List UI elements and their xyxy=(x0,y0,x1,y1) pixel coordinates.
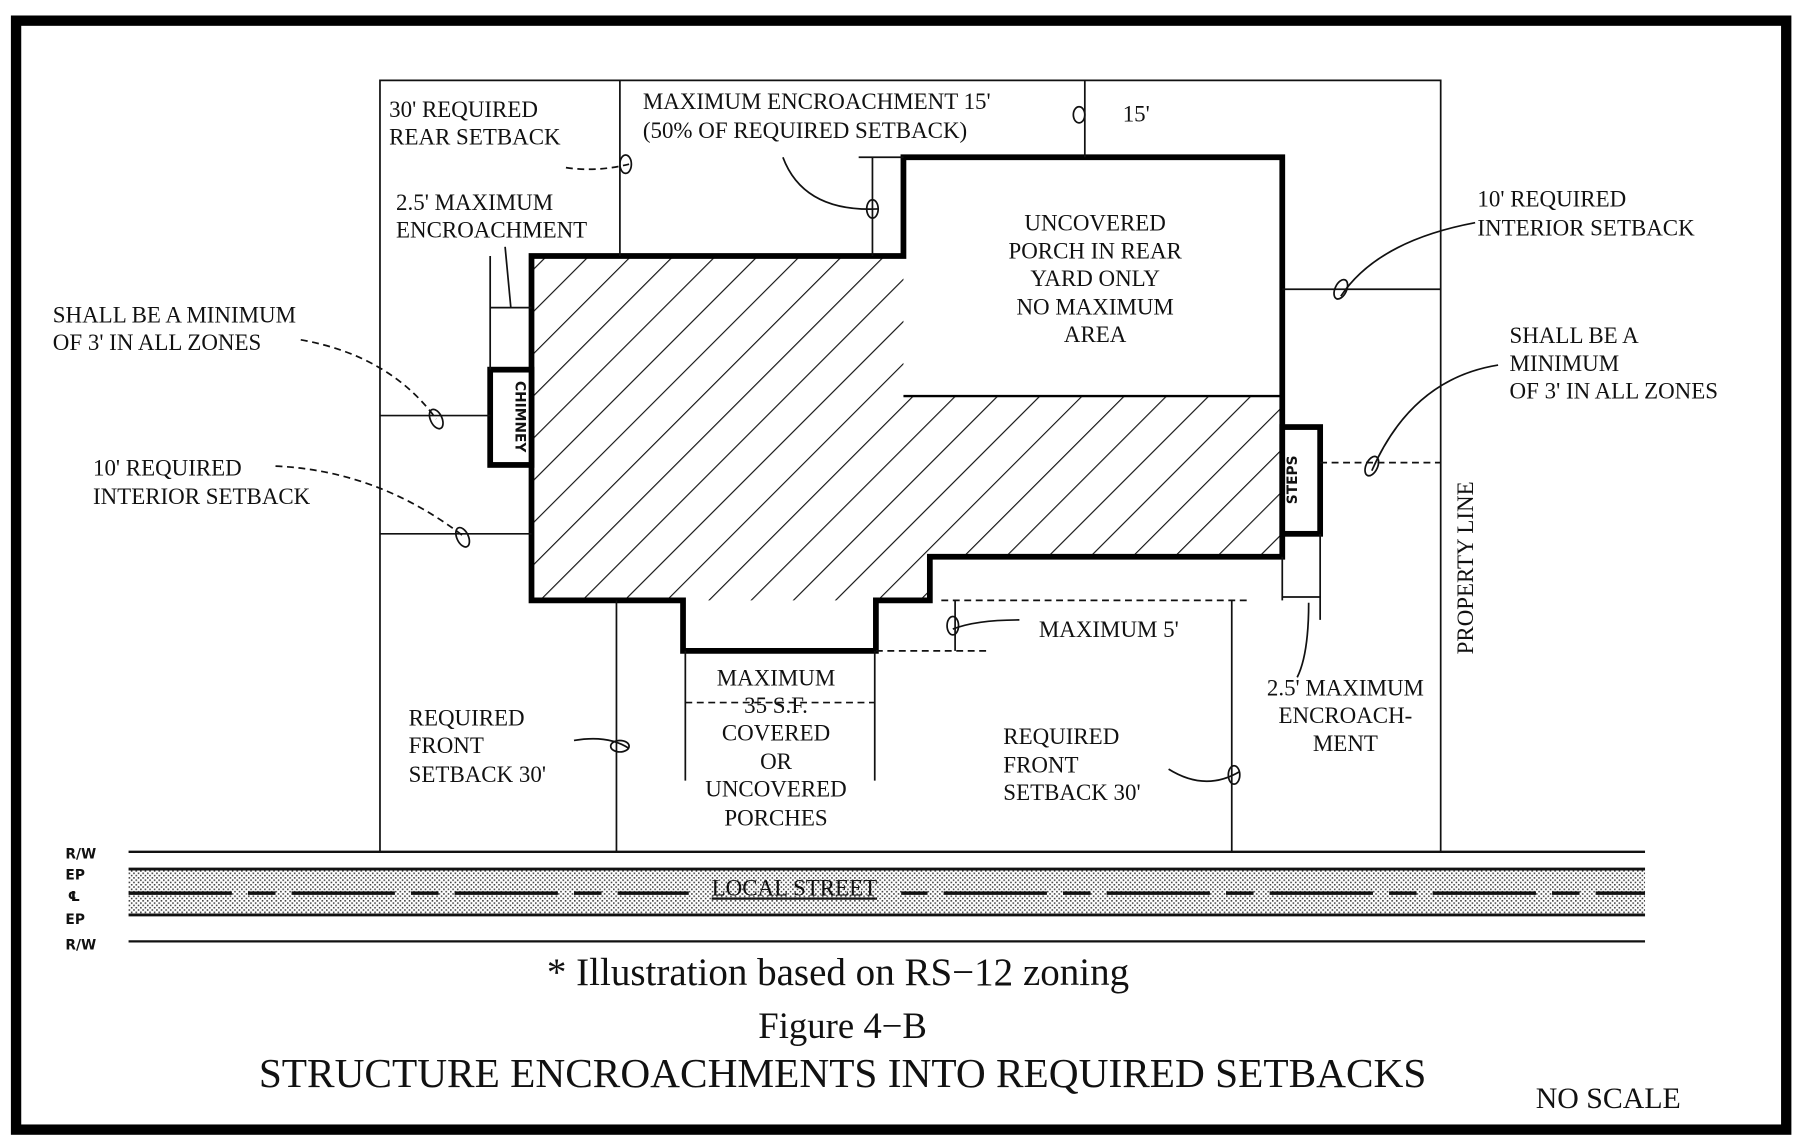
svg-text:FRONT: FRONT xyxy=(409,733,484,758)
svg-text:REQUIRED: REQUIRED xyxy=(409,706,525,731)
min-3-right-label: SHALL BE A MINIMUM OF 3' IN ALL ZONES xyxy=(1510,323,1718,403)
interior-setback-left-label: 10' REQUIRED INTERIOR SETBACK xyxy=(93,455,311,509)
interior-setback-right-label: 10' REQUIRED INTERIOR SETBACK xyxy=(1477,187,1695,241)
svg-text:OF 3' IN ALL ZONES: OF 3' IN ALL ZONES xyxy=(53,330,261,355)
street-name: LOCAL STREET xyxy=(712,875,877,900)
svg-text:STEPS: STEPS xyxy=(1285,456,1301,505)
svg-text:SETBACK 30': SETBACK 30' xyxy=(1003,780,1140,805)
figure-title: STRUCTURE ENCROACHMENTS INTO REQUIRED SE… xyxy=(259,1050,1427,1096)
svg-text:2.5' MAXIMUM: 2.5' MAXIMUM xyxy=(1267,676,1424,701)
svg-text:MINIMUM: MINIMUM xyxy=(1510,351,1620,376)
zoning-note: * Illustration based on RS−12 zoning xyxy=(547,951,1129,994)
svg-text:YARD ONLY: YARD ONLY xyxy=(1030,266,1160,291)
svg-text:UNCOVERED: UNCOVERED xyxy=(705,777,846,802)
max-encroachment-15-label: MAXIMUM ENCROACHMENT 15' (50% OF REQUIRE… xyxy=(643,89,991,143)
frame-border xyxy=(10,15,1792,1135)
svg-text:INTERIOR SETBACK: INTERIOR SETBACK xyxy=(1477,215,1695,240)
row-top-label: R/W xyxy=(65,847,96,863)
svg-text:PORCH IN REAR: PORCH IN REAR xyxy=(1008,238,1182,263)
svg-text:ENCROACHMENT: ENCROACHMENT xyxy=(396,218,587,243)
svg-text:35 S.F.: 35 S.F. xyxy=(744,693,808,718)
row-bottom-label: R/W xyxy=(65,937,96,953)
svg-text:10' REQUIRED: 10' REQUIRED xyxy=(93,455,242,480)
svg-text:UNCOVERED: UNCOVERED xyxy=(1024,211,1165,236)
property-line xyxy=(379,79,1442,852)
chimney: CHIMNEY xyxy=(487,366,535,468)
svg-text:2.5' MAXIMUM: 2.5' MAXIMUM xyxy=(396,190,553,215)
svg-text:REAR SETBACK: REAR SETBACK xyxy=(389,125,561,150)
front-setback-right-label: REQUIRED FRONT SETBACK 30' xyxy=(1003,724,1140,805)
chimney-encroachment-label: 2.5' MAXIMUM ENCROACHMENT xyxy=(396,190,587,243)
svg-text:OR: OR xyxy=(760,749,793,774)
svg-text:OF 3' IN ALL ZONES: OF 3' IN ALL ZONES xyxy=(1510,378,1718,403)
leader-lines xyxy=(275,105,1499,785)
figure-number: Figure 4−B xyxy=(758,1005,927,1046)
svg-text:30' REQUIRED: 30' REQUIRED xyxy=(389,97,538,122)
svg-text:10' REQUIRED: 10' REQUIRED xyxy=(1477,187,1626,212)
svg-text:SHALL BE A MINIMUM: SHALL BE A MINIMUM xyxy=(53,303,296,328)
svg-text:MENT: MENT xyxy=(1313,731,1378,756)
svg-text:SHALL BE A: SHALL BE A xyxy=(1510,323,1640,348)
svg-text:MAXIMUM: MAXIMUM xyxy=(717,665,836,690)
rear-porch-label: UNCOVERED PORCH IN REAR YARD ONLY NO MAX… xyxy=(1008,211,1182,347)
front-setback-left-label: REQUIRED FRONT SETBACK 30' xyxy=(409,706,546,787)
steps-encroachment-label: 2.5' MAXIMUM ENCROACH- MENT xyxy=(1267,676,1424,756)
svg-text:(50% OF REQUIRED SETBACK): (50% OF REQUIRED SETBACK) xyxy=(643,118,967,143)
svg-text:ENCROACH-: ENCROACH- xyxy=(1279,703,1413,728)
svg-text:NO MAXIMUM: NO MAXIMUM xyxy=(1016,295,1173,320)
maximum-5-label: MAXIMUM 5' xyxy=(1039,617,1179,642)
front-porch-label: MAXIMUM 35 S.F. COVERED OR UNCOVERED POR… xyxy=(705,665,846,830)
svg-text:REQUIRED: REQUIRED xyxy=(1003,724,1119,749)
svg-text:AREA: AREA xyxy=(1064,322,1127,347)
property-line-label: PROPERTY LINE xyxy=(1453,481,1478,654)
ep-top-label: EP xyxy=(65,867,84,883)
min-3-left-label: SHALL BE A MINIMUM OF 3' IN ALL ZONES xyxy=(53,303,296,356)
svg-text:INTERIOR SETBACK: INTERIOR SETBACK xyxy=(93,484,311,509)
ep-bottom-label: EP xyxy=(65,912,84,928)
svg-text:FRONT: FRONT xyxy=(1003,753,1078,778)
local-street: LOCAL STREET R/W EP ℄ EP R/W xyxy=(65,847,1646,953)
svg-text:SETBACK 30': SETBACK 30' xyxy=(409,762,546,787)
svg-text:COVERED: COVERED xyxy=(722,720,830,745)
svg-text:MAXIMUM ENCROACHMENT 15': MAXIMUM ENCROACHMENT 15' xyxy=(643,89,991,114)
svg-text:CHIMNEY: CHIMNEY xyxy=(511,381,527,453)
house-footprint xyxy=(531,256,1283,601)
steps: STEPS xyxy=(1279,424,1324,537)
svg-text:PORCHES: PORCHES xyxy=(724,805,827,830)
no-scale-label: NO SCALE xyxy=(1536,1082,1681,1115)
rear-setback-label: 30' REQUIRED REAR SETBACK xyxy=(389,97,561,150)
dim-15-label: 15' xyxy=(1123,102,1150,127)
centerline-label: ℄ xyxy=(68,889,80,905)
